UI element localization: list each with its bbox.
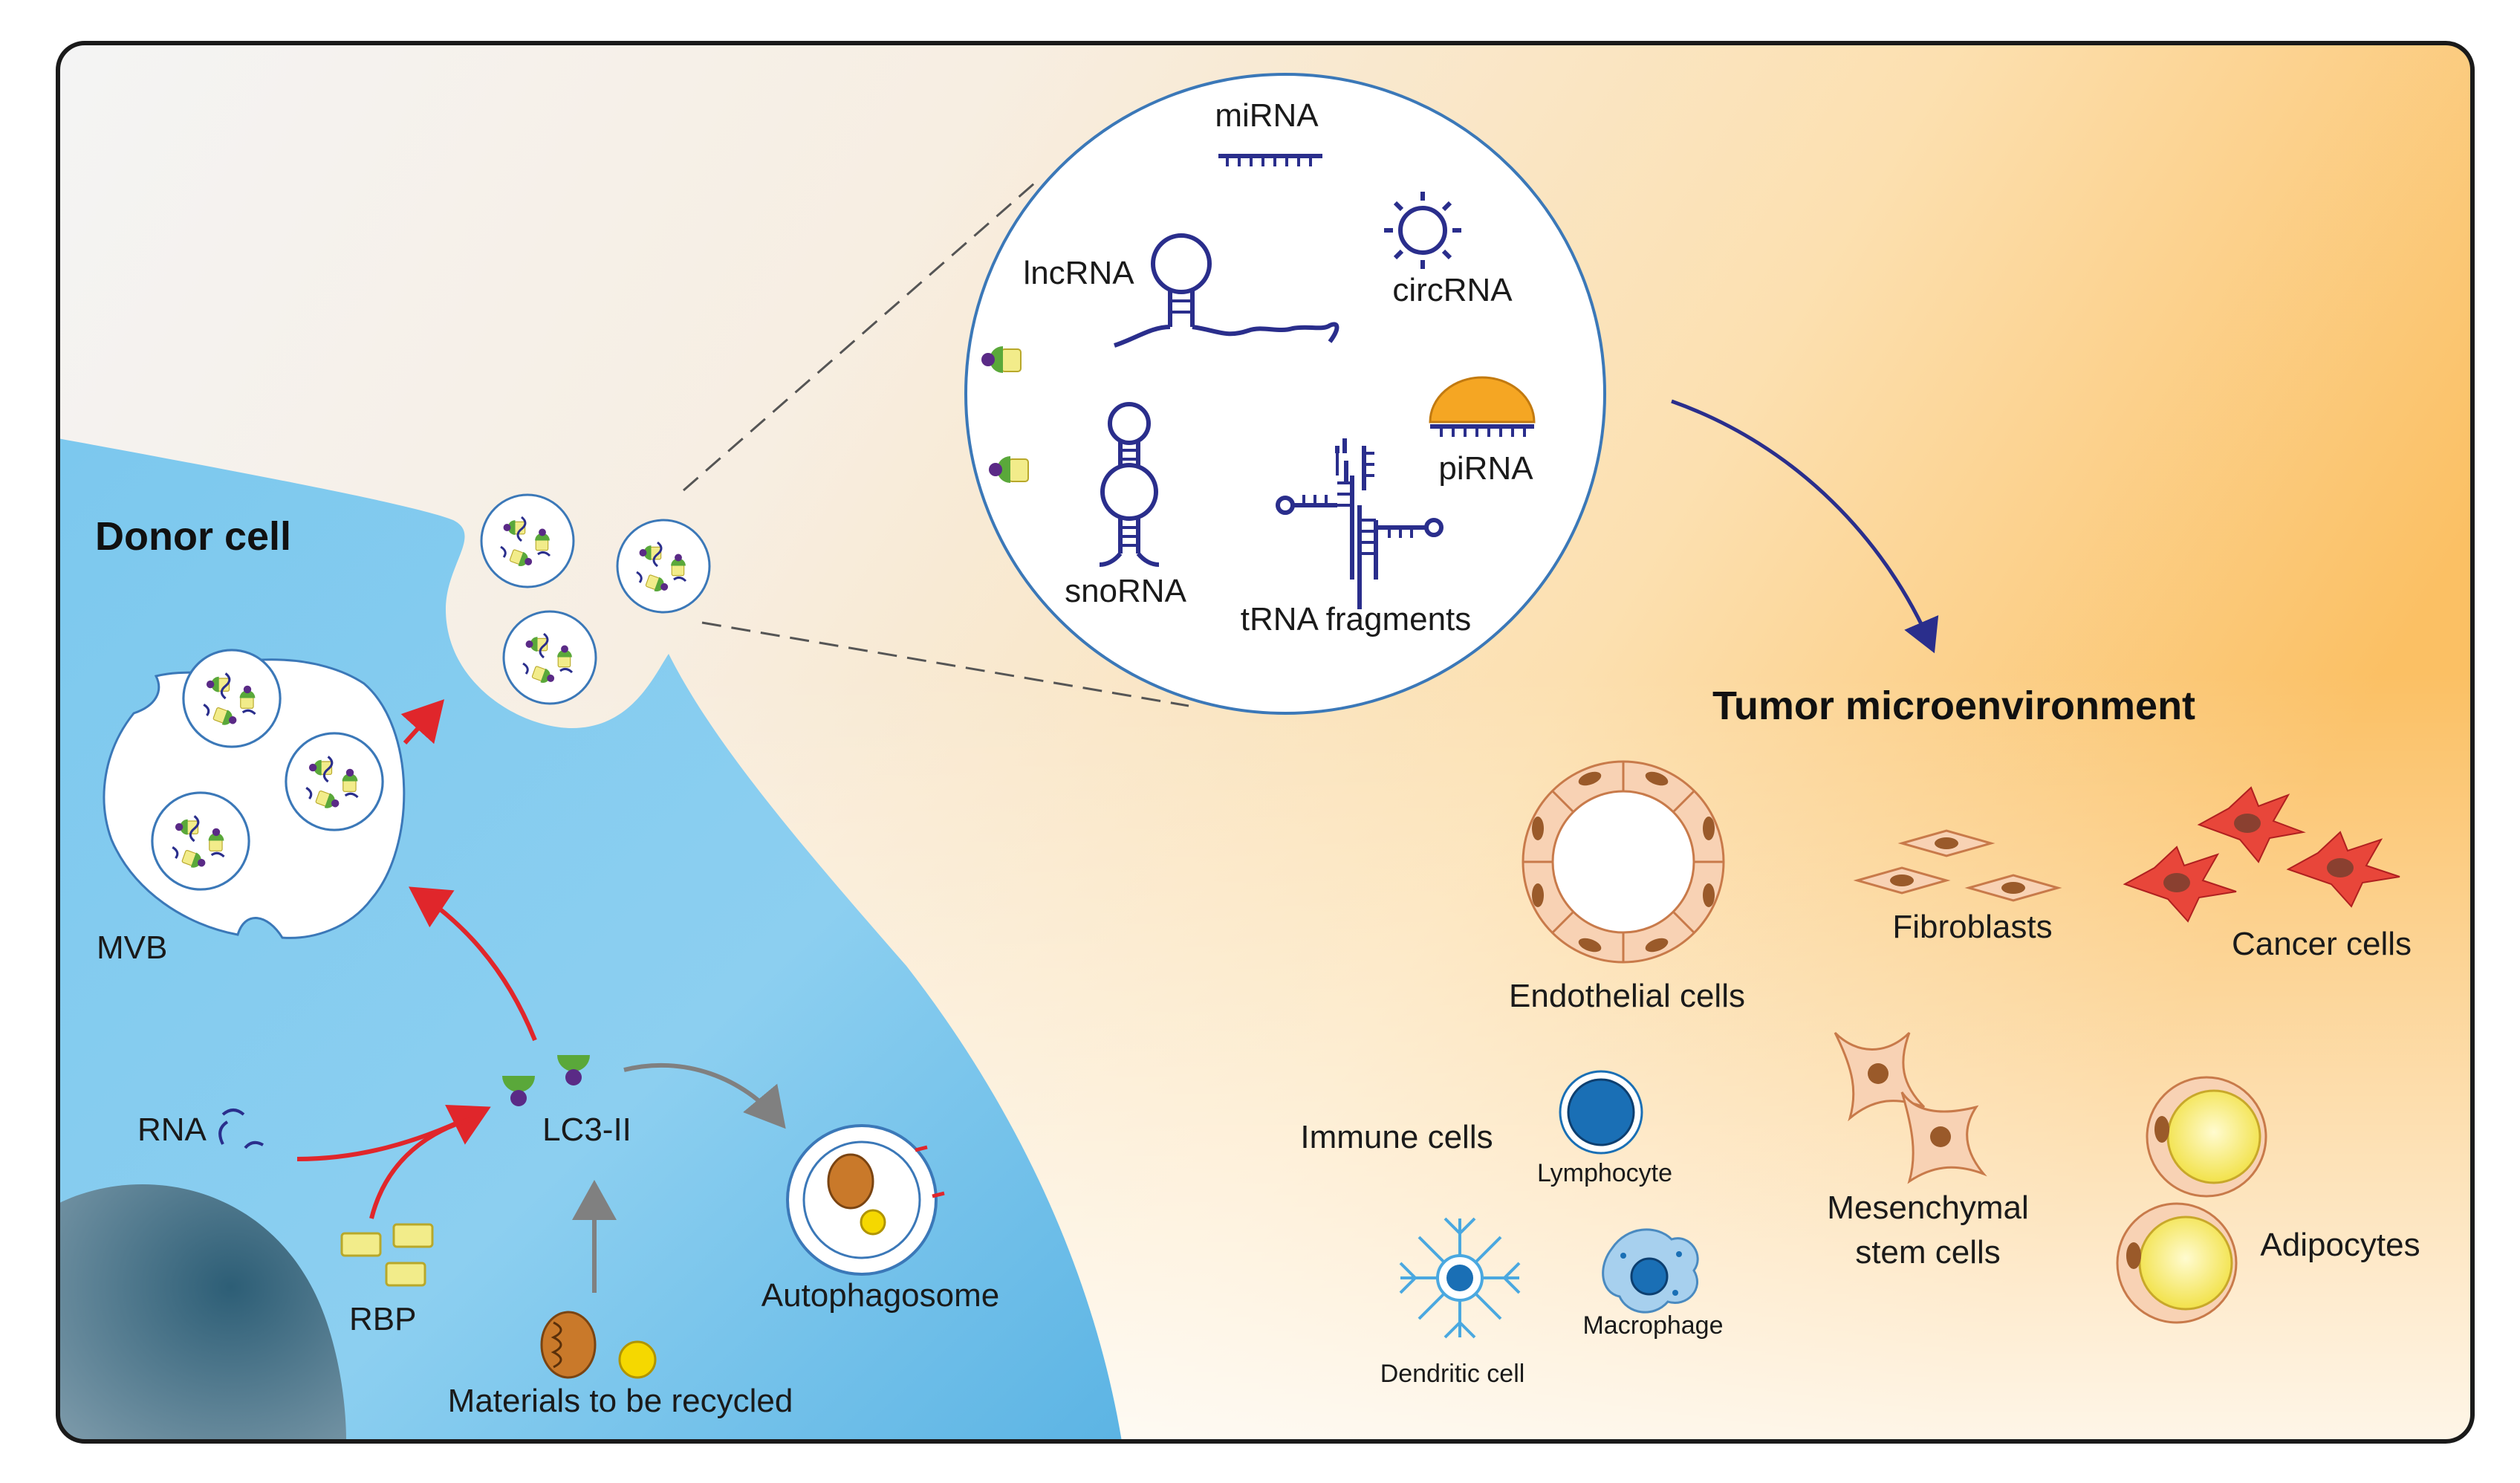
gray-arrows [572, 1062, 786, 1293]
cancer-cells-label: Cancer cells [2232, 926, 2412, 962]
rna-icon [218, 1109, 264, 1149]
circrna-label: circRNA [1392, 272, 1513, 308]
trna-label: tRNA fragments [1241, 601, 1472, 637]
adipocytes-label: Adipocytes [2260, 1227, 2420, 1263]
snorna-icon [1099, 402, 1160, 567]
endothelial-label: Endothelial cells [1509, 978, 1745, 1014]
fibroblasts-label: Fibroblasts [1892, 909, 2052, 945]
circrna-icon [1384, 192, 1461, 269]
rna-cargo-zoom: miRNA lncRNA circRNA piRNA snoRNA tRNA f… [964, 73, 1606, 715]
rna-label: RNA [137, 1112, 207, 1148]
exosome-icon [504, 611, 596, 704]
materials-label: Materials to be recycled [448, 1383, 793, 1419]
donor-cell-title: Donor cell [95, 514, 291, 559]
macrophage-label: Macrophage [1582, 1311, 1723, 1340]
macrophage-icon [1602, 1228, 1699, 1314]
lc3-label: LC3-II [542, 1112, 631, 1148]
mirna-label: miRNA [1215, 97, 1319, 134]
frame-border [56, 41, 2475, 1444]
rbp-icon [340, 1223, 434, 1287]
autophagosome-icon [786, 1124, 945, 1276]
immune-label: Immune cells [1300, 1119, 1493, 1155]
msc-label-line2: stem cells [1855, 1234, 2001, 1271]
pirna-label: piRNA [1438, 450, 1533, 487]
red-arrows [296, 699, 537, 1219]
autophagosome-label: Autophagosome [761, 1277, 999, 1314]
tme-title: Tumor microenvironment [1712, 684, 2195, 728]
zoom-lines [683, 177, 1189, 707]
snorna-label: snoRNA [1065, 573, 1186, 609]
mirna-icon [1218, 154, 1322, 166]
cancer-cells-icon [2123, 786, 2400, 923]
transfer-arrow [1671, 399, 1939, 654]
adipocytes-icon [2116, 1076, 2267, 1324]
exosome-icon [481, 495, 574, 587]
trna-fragments-icon [1276, 438, 1444, 609]
exosome-icon [617, 520, 709, 612]
lc3-icon [502, 1055, 590, 1106]
mvb-vesicle-icon [286, 733, 383, 830]
mvb-vesicle-icon [184, 650, 280, 747]
pirna-icon [1429, 376, 1536, 437]
lymphocyte-label: Lymphocyte [1537, 1159, 1672, 1187]
nucleus [58, 1184, 346, 1441]
msc-label-line1: Mesenchymal [1827, 1190, 2028, 1226]
lymphocyte-icon [1559, 1070, 1643, 1155]
mvb-vesicle-icon [152, 793, 249, 889]
mvb-label: MVB [97, 929, 167, 966]
fibroblasts-icon [1853, 829, 2062, 902]
mvb [103, 650, 406, 939]
lncrna-label: lncRNA [1023, 255, 1134, 291]
mitochondrion-icon [540, 1311, 597, 1379]
rbp-label: RBP [349, 1301, 416, 1337]
dendritic-cell-icon [1399, 1217, 1521, 1339]
endothelial-cells-icon [1522, 760, 1725, 964]
material-icon [618, 1340, 657, 1379]
dendritic-label: Dendritic cell [1380, 1360, 1525, 1388]
msc-icon [1834, 1031, 1987, 1184]
lncrna-icon [1114, 233, 1339, 348]
